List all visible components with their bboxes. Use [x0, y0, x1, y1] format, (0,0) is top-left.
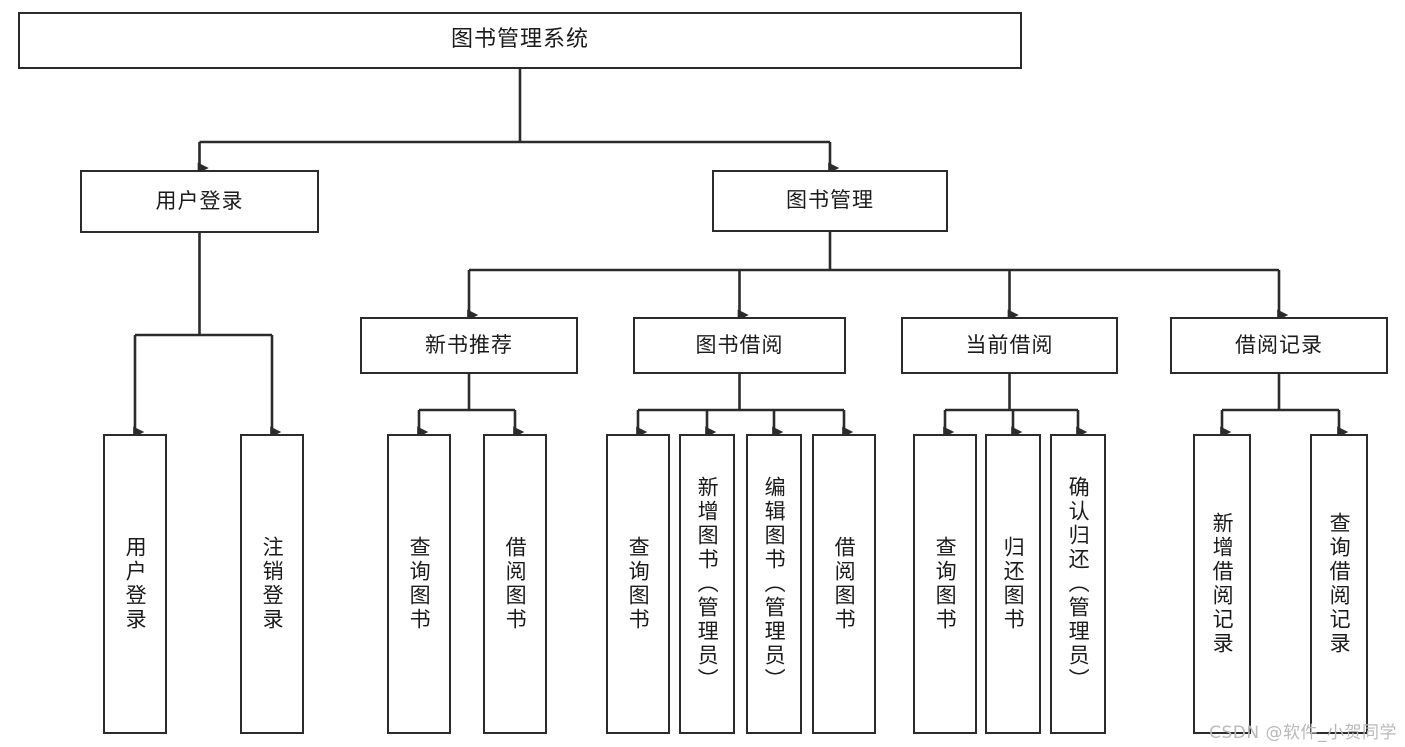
node-current-borrow: 当前借阅	[901, 317, 1118, 374]
node-label: 新增借阅记录	[1210, 512, 1235, 656]
node-label: 查询图书	[407, 536, 432, 632]
node-label: 注销登录	[260, 536, 285, 632]
node-leaf-query-book-current: 查询图书	[913, 434, 977, 734]
node-label: 查询借阅记录	[1327, 512, 1352, 656]
node-label: 编辑图书（管理员）	[762, 476, 787, 692]
node-leaf-confirm-return-admin: 确认归还（管理员）	[1050, 434, 1106, 734]
node-new-book-recommend: 新书推荐	[360, 317, 578, 374]
node-label: 借阅图书	[503, 536, 528, 632]
node-label: 新书推荐	[425, 332, 513, 357]
node-leaf-edit-book-admin: 编辑图书（管理员）	[746, 434, 802, 734]
node-label: 图书借阅	[695, 332, 784, 357]
node-label: 查询图书	[626, 536, 651, 632]
csdn-watermark: CSDN @软件_小贺同学	[1209, 723, 1397, 743]
node-leaf-query-book-recommend: 查询图书	[387, 434, 451, 734]
node-label: 借阅图书	[832, 536, 857, 632]
node-label: 用户登录	[123, 536, 148, 632]
node-book-borrow: 图书借阅	[633, 317, 846, 374]
node-leaf-return-book: 归还图书	[985, 434, 1041, 734]
node-leaf-query-borrow-record: 查询借阅记录	[1310, 434, 1368, 734]
node-label: 借阅记录	[1235, 332, 1323, 357]
node-label: 用户登录	[155, 188, 244, 213]
node-leaf-add-book-admin: 新增图书（管理员）	[679, 434, 735, 734]
node-leaf-query-book-borrow: 查询图书	[606, 434, 670, 734]
node-label: 确认归还（管理员）	[1066, 476, 1091, 692]
node-root: 图书管理系统	[18, 12, 1022, 69]
node-leaf-logout-login: 注销登录	[240, 434, 304, 734]
node-leaf-user-login: 用户登录	[103, 434, 167, 734]
node-label: 图书管理系统	[450, 27, 589, 53]
node-book-management: 图书管理	[712, 170, 948, 232]
node-leaf-borrow-book: 借阅图书	[812, 434, 876, 734]
node-label: 当前借阅	[965, 332, 1054, 357]
node-user-login: 用户登录	[80, 170, 319, 233]
node-leaf-borrow-book-recommend: 借阅图书	[483, 434, 547, 734]
node-label: 图书管理	[786, 188, 874, 213]
node-label: 查询图书	[933, 536, 958, 632]
node-borrow-record: 借阅记录	[1170, 317, 1388, 374]
node-label: 归还图书	[1001, 536, 1026, 632]
node-label: 新增图书（管理员）	[695, 476, 720, 692]
node-leaf-add-borrow-record: 新增借阅记录	[1193, 434, 1251, 734]
